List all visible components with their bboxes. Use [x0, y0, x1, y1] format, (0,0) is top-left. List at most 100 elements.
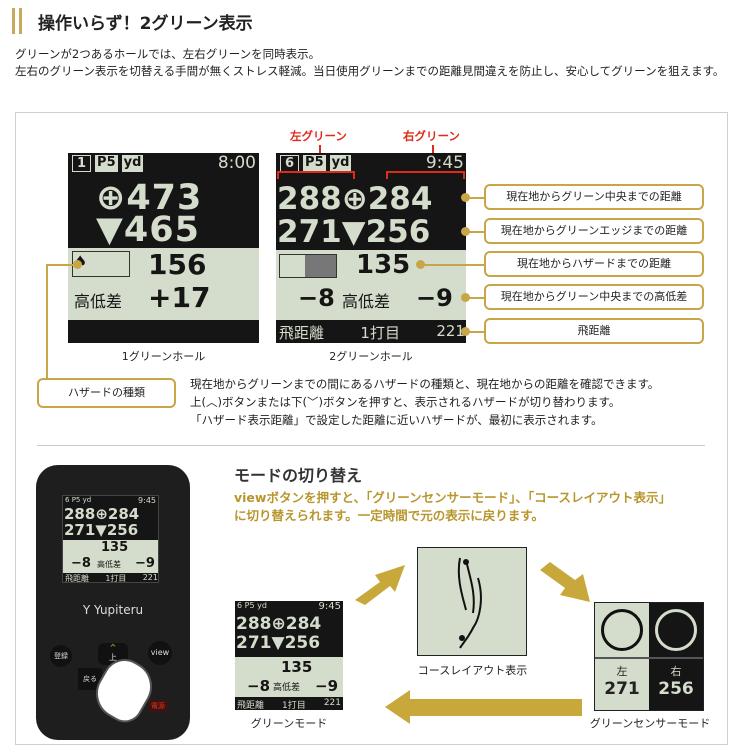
elevation-label: 高低差: [97, 560, 121, 569]
arrow-up-right-icon: [355, 565, 405, 605]
edge-distance: ▼465: [96, 210, 200, 250]
leader: [466, 331, 486, 333]
hole-number: 6: [280, 155, 300, 172]
leader: [46, 264, 76, 266]
callout-edge-distance: 現在地からグリーンエッジまでの距離: [484, 218, 704, 244]
right-compass-icon: [649, 603, 703, 657]
intro-text: グリーンが2つあるホールでは、左右グリーンを同時表示。 左右のグリーン表示を切替…: [15, 46, 730, 80]
leader: [420, 264, 486, 266]
left-elevation: −8: [247, 677, 271, 695]
screen-one-green: 1 P5 yd 8:00 ⊕473 ▼465 ♠ 156 高低差 +17: [68, 153, 259, 343]
callout-hazard-distance: 現在地からハザードまでの距離: [484, 251, 704, 277]
edge-distances: 271▼256: [236, 633, 321, 653]
elevation-label: 高低差: [273, 683, 301, 693]
par: P5: [95, 155, 118, 172]
status-bar: 6 P5 yd: [65, 496, 92, 504]
center-distances: 288⊕284: [64, 505, 140, 523]
elevation-label: 高低差: [342, 292, 391, 311]
leader-dot: [416, 260, 425, 269]
right-bracket: [386, 171, 465, 179]
left-elevation: −8: [298, 284, 335, 312]
leader: [466, 231, 486, 233]
hazard-panel: 135 −8 高低差 −9: [276, 250, 466, 320]
intro-line: 左右のグリーン表示を切替える手間が無くストレス軽減。当日使用グリーンまでの距離見…: [15, 64, 725, 78]
center-distance: ⊕473: [96, 178, 203, 218]
par: P5: [303, 155, 326, 172]
leader: [46, 264, 48, 380]
intro-line: グリーンが2つあるホールでは、左右グリーンを同時表示。: [15, 47, 321, 61]
caption: グリーンモード: [250, 717, 328, 730]
clock: 9:45: [318, 601, 341, 612]
center-distances: 288⊕284: [236, 614, 322, 634]
hazard-distance: 135: [281, 658, 313, 676]
hand-pointer-icon: [86, 651, 162, 729]
leader-dot: [461, 293, 470, 302]
right-elevation: −9: [315, 677, 339, 695]
course-map-icon: [457, 557, 482, 649]
unit: yd: [121, 155, 144, 172]
right-elevation: −9: [416, 284, 453, 312]
device-screen: 6 P5 yd 9:45 288⊕284 271▼256 135 −8 高低差 …: [62, 495, 159, 583]
power-button[interactable]: 電源: [148, 700, 168, 712]
clock: 9:45: [138, 496, 156, 505]
divider: [37, 445, 705, 446]
left-elevation: −8: [71, 556, 91, 571]
hazard-panel: 135 −8 高低差 −9: [235, 657, 343, 697]
right-elevation: −9: [135, 556, 155, 571]
edge-distances: 271▼256: [64, 521, 139, 539]
clock: 9:45: [425, 153, 464, 173]
register-button[interactable]: 登録: [50, 645, 72, 667]
callout-elevation: 現在地からグリーン中央までの高低差: [484, 284, 704, 310]
hole-number: 1: [72, 155, 92, 172]
shot-number: 1打目: [360, 324, 400, 342]
desc-line: 上(︿)ボタンまたは下(﹀)ボタンを押すと、表示されるハザードが切り替わります。: [190, 395, 621, 409]
leader-dot: [461, 193, 470, 202]
hazard-distance: 135: [101, 540, 129, 555]
view-button[interactable]: view: [148, 641, 172, 665]
screen-two-green: 6 P5 yd 9:45 288⊕284 271▼256 135 −8 高低差 …: [276, 153, 466, 343]
callout-center-distance: 現在地からグリーン中央までの距離: [484, 184, 704, 210]
brand-logo: Y Yupiteru: [82, 603, 144, 617]
hazard-description: 現在地からグリーンまでの間にあるハザードの種類と、現在地からの距離を確認できます…: [190, 375, 659, 429]
hazard-panel: 135 −8 高低差 −9: [63, 540, 158, 573]
center-distances: 288⊕284: [277, 181, 433, 217]
caption: コースレイアウト表示: [417, 664, 528, 677]
green-mode-screen: 6 P5 yd 9:45 288⊕284 271▼256 135 −8 高低差 …: [235, 601, 343, 710]
shot-row: 飛距離 1打目 221: [279, 322, 465, 343]
caption: 1グリーンホール: [121, 350, 206, 363]
right-green-label: 右グリーン: [403, 129, 460, 143]
callout-shot-distance: 飛距離: [484, 318, 704, 344]
caption: 2グリーンホール: [329, 350, 413, 363]
callout-hazard-type: ハザードの種類: [37, 378, 176, 408]
edge-distances: 271▼256: [277, 214, 431, 250]
hazard-distance: 156: [148, 248, 207, 281]
clock: 8:00: [217, 153, 256, 173]
unit: yd: [329, 155, 352, 172]
hazard-panel: ♠ 156 高低差 +17: [68, 248, 259, 320]
content-frame: [15, 112, 728, 745]
leader-dot: [461, 227, 470, 236]
leader-dot: [461, 327, 470, 336]
mode-text: viewボタンを押すと、「グリーンセンサーモード」、「コースレイアウト表示」に切…: [234, 490, 671, 523]
desc-line: 「ハザード表示距離」で設定した距離に近いハザードが、最初に表示されます。: [190, 413, 603, 427]
caption: グリーンセンサーモード: [589, 717, 711, 730]
left-green-label: 左グリーン: [290, 129, 347, 143]
course-layout-screen: [417, 547, 527, 656]
shot-distance: 221: [436, 322, 465, 340]
leader: [466, 297, 486, 299]
title-accent: [12, 8, 22, 34]
bunker-icon: [279, 254, 337, 278]
back-button[interactable]: 戻る: [78, 668, 102, 690]
elevation-value: +17: [148, 281, 211, 314]
shot-label: 飛距離: [279, 324, 325, 342]
status-bar: 6 P5 yd: [280, 155, 352, 172]
mode-title: モードの切り替え: [234, 466, 363, 485]
desc-line: 現在地からグリーンまでの間にあるハザードの種類と、現在地からの距離を確認できます…: [190, 377, 660, 391]
arrow-left-icon: [385, 690, 582, 724]
hazard-distance: 135: [356, 250, 411, 280]
